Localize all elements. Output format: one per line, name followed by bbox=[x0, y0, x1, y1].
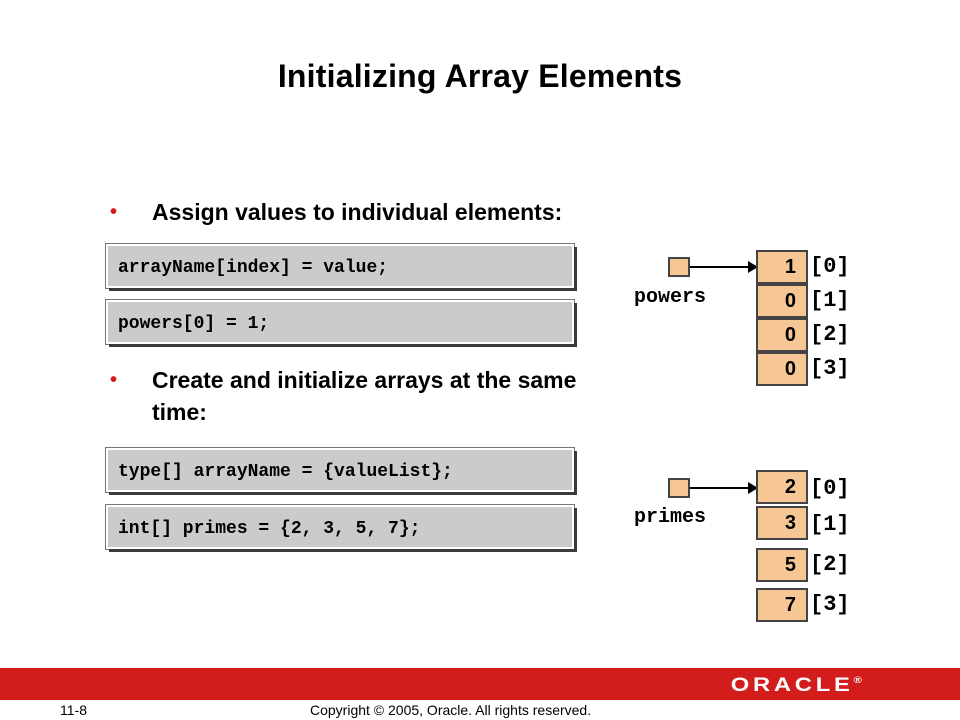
reference-arrow bbox=[690, 487, 748, 489]
footer-bar bbox=[0, 668, 960, 700]
array-variable-name: powers bbox=[634, 286, 707, 309]
copyright-notice: Copyright © 2005, Oracle. All rights res… bbox=[310, 702, 592, 718]
bullet-text: Create and initialize arrays at the same… bbox=[152, 367, 577, 425]
array-cell: 0 bbox=[756, 352, 808, 386]
reference-box bbox=[668, 257, 690, 277]
array-index-label: [1] bbox=[810, 288, 850, 313]
code-syntax-init: type[] arrayName = {valueList}; bbox=[106, 448, 574, 492]
bullet-dot: • bbox=[110, 369, 118, 391]
array-cell: 2 bbox=[756, 470, 808, 504]
array-cell: 1 bbox=[756, 250, 808, 284]
bullet-create: • Create and initialize arrays at the sa… bbox=[110, 364, 582, 428]
array-variable-name: primes bbox=[634, 506, 707, 529]
arrow-head bbox=[748, 482, 758, 494]
array-index-label: [0] bbox=[810, 254, 850, 279]
array-cell: 0 bbox=[756, 284, 808, 318]
oracle-logo: ORACLE® bbox=[731, 675, 862, 697]
array-cell: 7 bbox=[756, 588, 808, 622]
bullet-text: Assign values to individual elements: bbox=[152, 199, 563, 225]
bullet-assign: • Assign values to individual elements: bbox=[110, 196, 712, 228]
code-example-init: int[] primes = {2, 3, 5, 7}; bbox=[106, 505, 574, 549]
array-index-label: [1] bbox=[810, 512, 850, 537]
bullet-dot: • bbox=[110, 201, 118, 223]
registered-mark: ® bbox=[853, 675, 862, 685]
array-cell: 0 bbox=[756, 318, 808, 352]
array-cell: 5 bbox=[756, 548, 808, 582]
code-example-assign: powers[0] = 1; bbox=[106, 300, 574, 344]
code-syntax-assign: arrayName[index] = value; bbox=[106, 244, 574, 288]
slide-title: Initializing Array Elements bbox=[277, 58, 683, 94]
array-cell: 3 bbox=[756, 506, 808, 540]
arrow-head bbox=[748, 261, 758, 273]
array-index-label: [2] bbox=[810, 552, 850, 577]
array-index-label: [2] bbox=[810, 322, 850, 347]
page-number: 11-8 bbox=[60, 702, 87, 718]
reference-arrow bbox=[690, 266, 748, 268]
reference-box bbox=[668, 478, 690, 498]
array-index-label: [3] bbox=[810, 592, 850, 617]
array-index-label: [0] bbox=[810, 476, 850, 501]
array-index-label: [3] bbox=[810, 356, 850, 381]
oracle-logo-text: ORACLE bbox=[730, 675, 854, 696]
